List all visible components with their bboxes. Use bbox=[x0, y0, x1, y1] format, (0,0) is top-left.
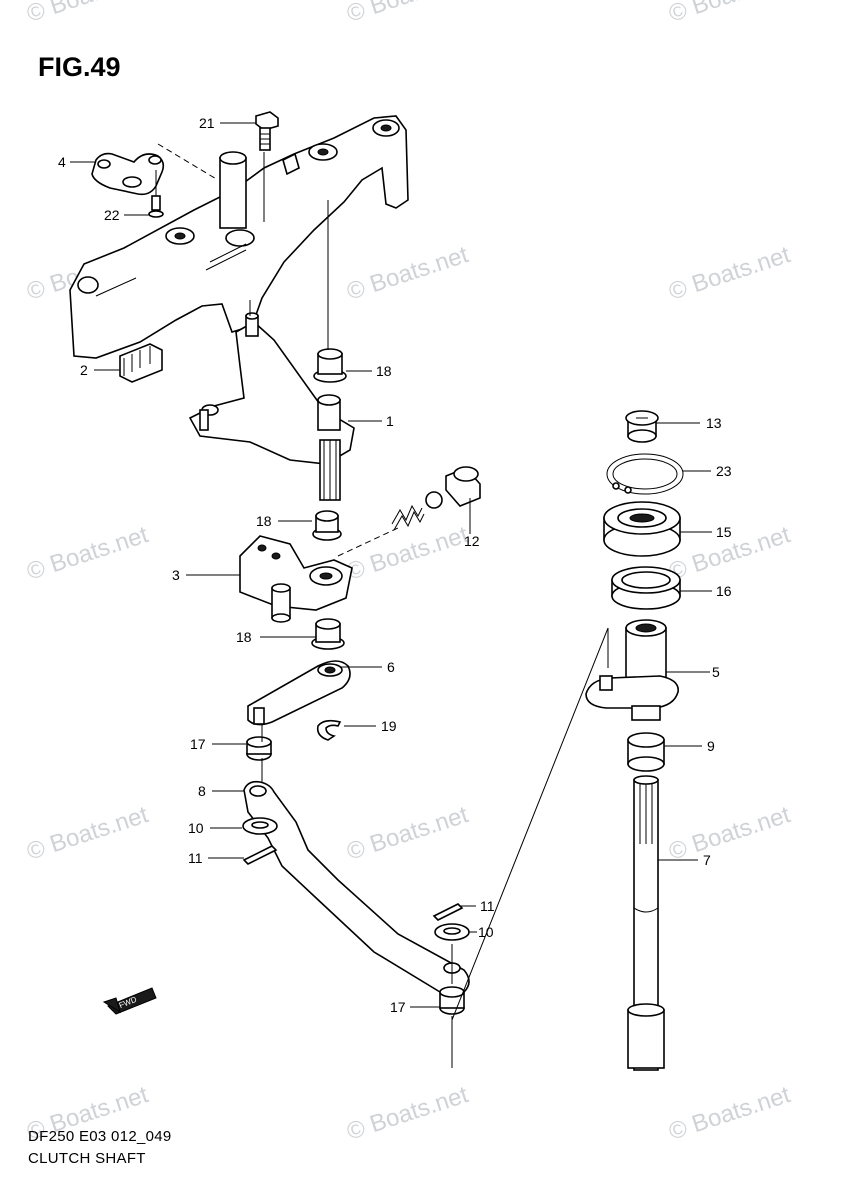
callout-7: 7 bbox=[703, 852, 711, 868]
callout-12: 12 bbox=[464, 533, 480, 549]
watermark-text: © Boats.net bbox=[24, 801, 152, 866]
watermark-text: © Boats.net bbox=[666, 801, 794, 866]
watermark-text: © Boats.net bbox=[666, 0, 794, 28]
callout-4: 4 bbox=[58, 154, 66, 170]
diagram-name: CLUTCH SHAFT bbox=[28, 1150, 146, 1167]
part-10-washer-upper bbox=[242, 817, 278, 835]
part-1-shift-lever bbox=[188, 312, 355, 501]
callout-6: 6 bbox=[387, 659, 395, 675]
part-19-e-clip bbox=[316, 719, 342, 741]
assembly-lines bbox=[155, 143, 609, 1068]
callout-18-upper: 18 bbox=[376, 363, 392, 379]
callout-22: 22 bbox=[104, 207, 120, 223]
callout-3: 3 bbox=[172, 567, 180, 583]
watermark-text: © Boats.net bbox=[344, 0, 472, 28]
callout-17-upper: 17 bbox=[190, 736, 206, 752]
watermark-text: © Boats.net bbox=[24, 521, 152, 586]
callout-1: 1 bbox=[386, 413, 394, 429]
callout-16: 16 bbox=[716, 583, 732, 599]
part-16-oil-seal bbox=[611, 566, 681, 610]
callout-23: 23 bbox=[716, 463, 732, 479]
part-23-snap-ring bbox=[606, 453, 684, 495]
watermark-text: © Boats.net bbox=[24, 0, 152, 28]
part-17-collar-lower bbox=[439, 986, 465, 1015]
part-12-detent-group bbox=[391, 466, 481, 531]
callout-17-lower: 17 bbox=[390, 999, 406, 1015]
watermark-text: © Boats.net bbox=[344, 1081, 472, 1146]
part-18-bushing-lower bbox=[311, 618, 345, 650]
callout-21: 21 bbox=[199, 115, 215, 131]
part-22-bolt bbox=[148, 195, 164, 218]
watermark-text: © Boats.net bbox=[344, 241, 472, 306]
callouts: 21 4 22 2 18 1 18 12 3 18 6 19 17 bbox=[58, 115, 732, 1015]
forward-arrow-icon: FWD bbox=[102, 987, 157, 1015]
watermark-text: © Boats.net bbox=[666, 241, 794, 306]
part-5-shaft-holder bbox=[585, 619, 679, 721]
callout-18-middle: 18 bbox=[256, 513, 272, 529]
part-10-washer-lower bbox=[434, 923, 470, 941]
part-6-lever-arm bbox=[247, 660, 351, 726]
part-4-bracket-plate bbox=[91, 152, 165, 196]
part-11-cotter-pin-upper bbox=[242, 845, 278, 865]
part-17-collar-upper bbox=[246, 736, 272, 761]
callout-10-upper: 10 bbox=[188, 820, 204, 836]
callout-10-lower: 10 bbox=[478, 924, 494, 940]
part-18-bushing-upper bbox=[313, 348, 347, 383]
callout-8: 8 bbox=[198, 783, 206, 799]
callout-11-lower: 11 bbox=[480, 898, 495, 914]
callout-9: 9 bbox=[707, 738, 715, 754]
part-3-cam-housing bbox=[239, 535, 353, 623]
callout-13: 13 bbox=[706, 415, 722, 431]
diagram-code: DF250 E03 012_049 bbox=[28, 1128, 172, 1145]
part-9-bushing bbox=[627, 732, 665, 772]
figure-title: FIG.49 bbox=[38, 52, 121, 82]
callout-15: 15 bbox=[716, 524, 732, 540]
watermark-text: © Boats.net bbox=[344, 521, 472, 586]
housing-casting bbox=[69, 115, 409, 359]
part-15-bearing bbox=[603, 501, 681, 557]
part-7-clutch-shaft bbox=[627, 775, 665, 1071]
watermark-text: © Boats.net bbox=[344, 801, 472, 866]
callout-5: 5 bbox=[712, 664, 720, 680]
part-2-clip bbox=[119, 343, 163, 383]
part-21-bolt bbox=[255, 111, 279, 151]
part-13-plug bbox=[625, 410, 659, 443]
part-11-cotter-pin-lower bbox=[432, 903, 464, 921]
callout-2: 2 bbox=[80, 362, 88, 378]
callout-19: 19 bbox=[381, 718, 397, 734]
part-18-bushing-middle bbox=[312, 510, 342, 541]
watermark-text: © Boats.net bbox=[666, 1081, 794, 1146]
callout-11-upper: 11 bbox=[188, 850, 203, 866]
callout-18-lower: 18 bbox=[236, 629, 252, 645]
